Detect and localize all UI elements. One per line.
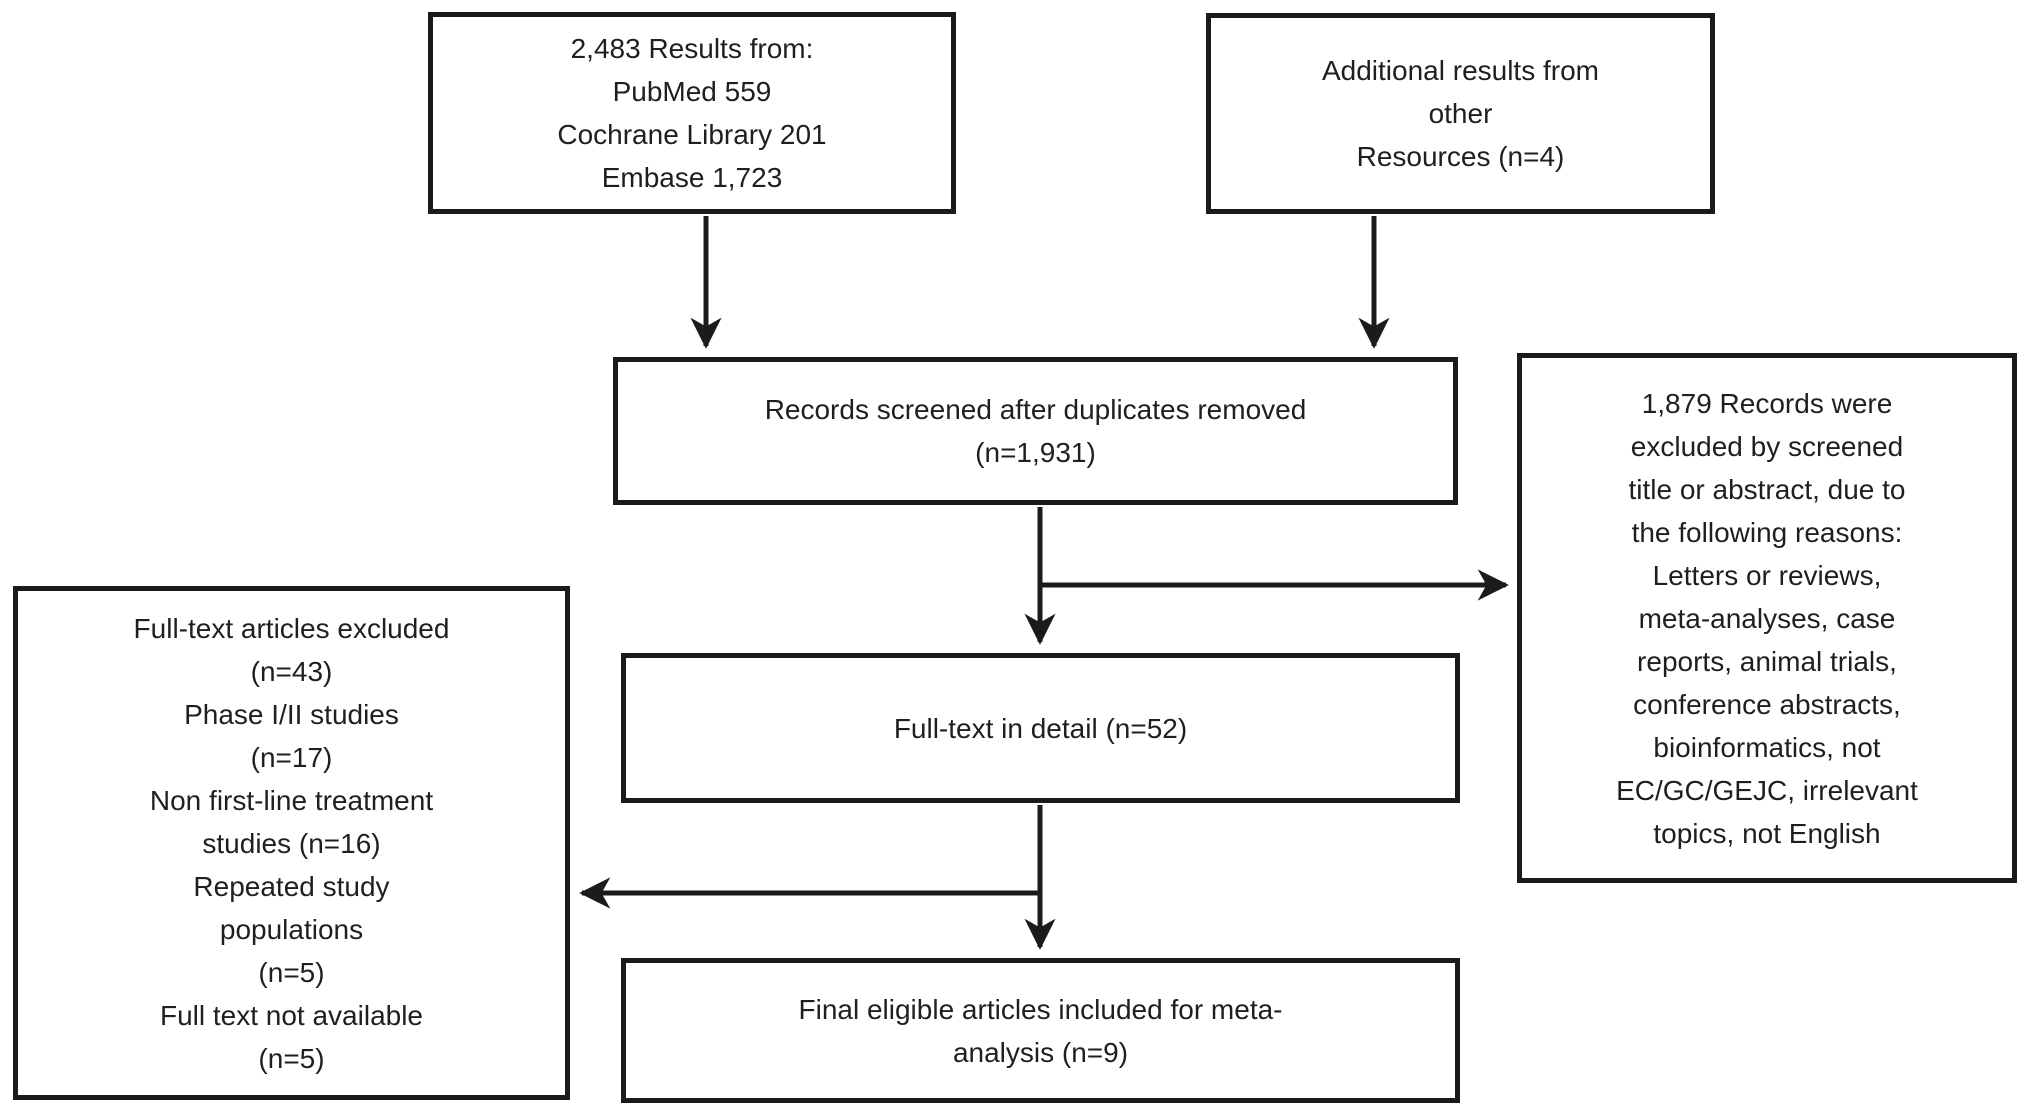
box-records-screened: Records screened after duplicates remove…: [613, 357, 1458, 505]
final-included-text: Final eligible articles included for met…: [798, 993, 1283, 1068]
box-records-excluded: 1,879 Records were excluded by screened …: [1517, 353, 2017, 883]
box-additional-results: Additional results from other Resources …: [1206, 13, 1715, 214]
fulltext-detail-text: Full-text in detail (n=52): [893, 712, 1188, 744]
fulltext-excluded-text: Full-text articles excluded (n=43) Phase…: [133, 612, 450, 1074]
box-search-results: 2,483 Results from: PubMed 559 Cochrane …: [428, 12, 956, 214]
records-screened-text: Records screened after duplicates remove…: [764, 394, 1307, 468]
additional-results-text: Additional results from other Resources …: [1321, 55, 1599, 172]
box-fulltext-detail: Full-text in detail (n=52): [621, 653, 1460, 803]
records-excluded-text: 1,879 Records were excluded by screened …: [1616, 387, 1918, 849]
box-final-included: Final eligible articles included for met…: [621, 958, 1460, 1103]
box-fulltext-excluded: Full-text articles excluded (n=43) Phase…: [13, 586, 570, 1100]
search-results-text: 2,483 Results from: PubMed 559 Cochrane …: [557, 33, 827, 193]
